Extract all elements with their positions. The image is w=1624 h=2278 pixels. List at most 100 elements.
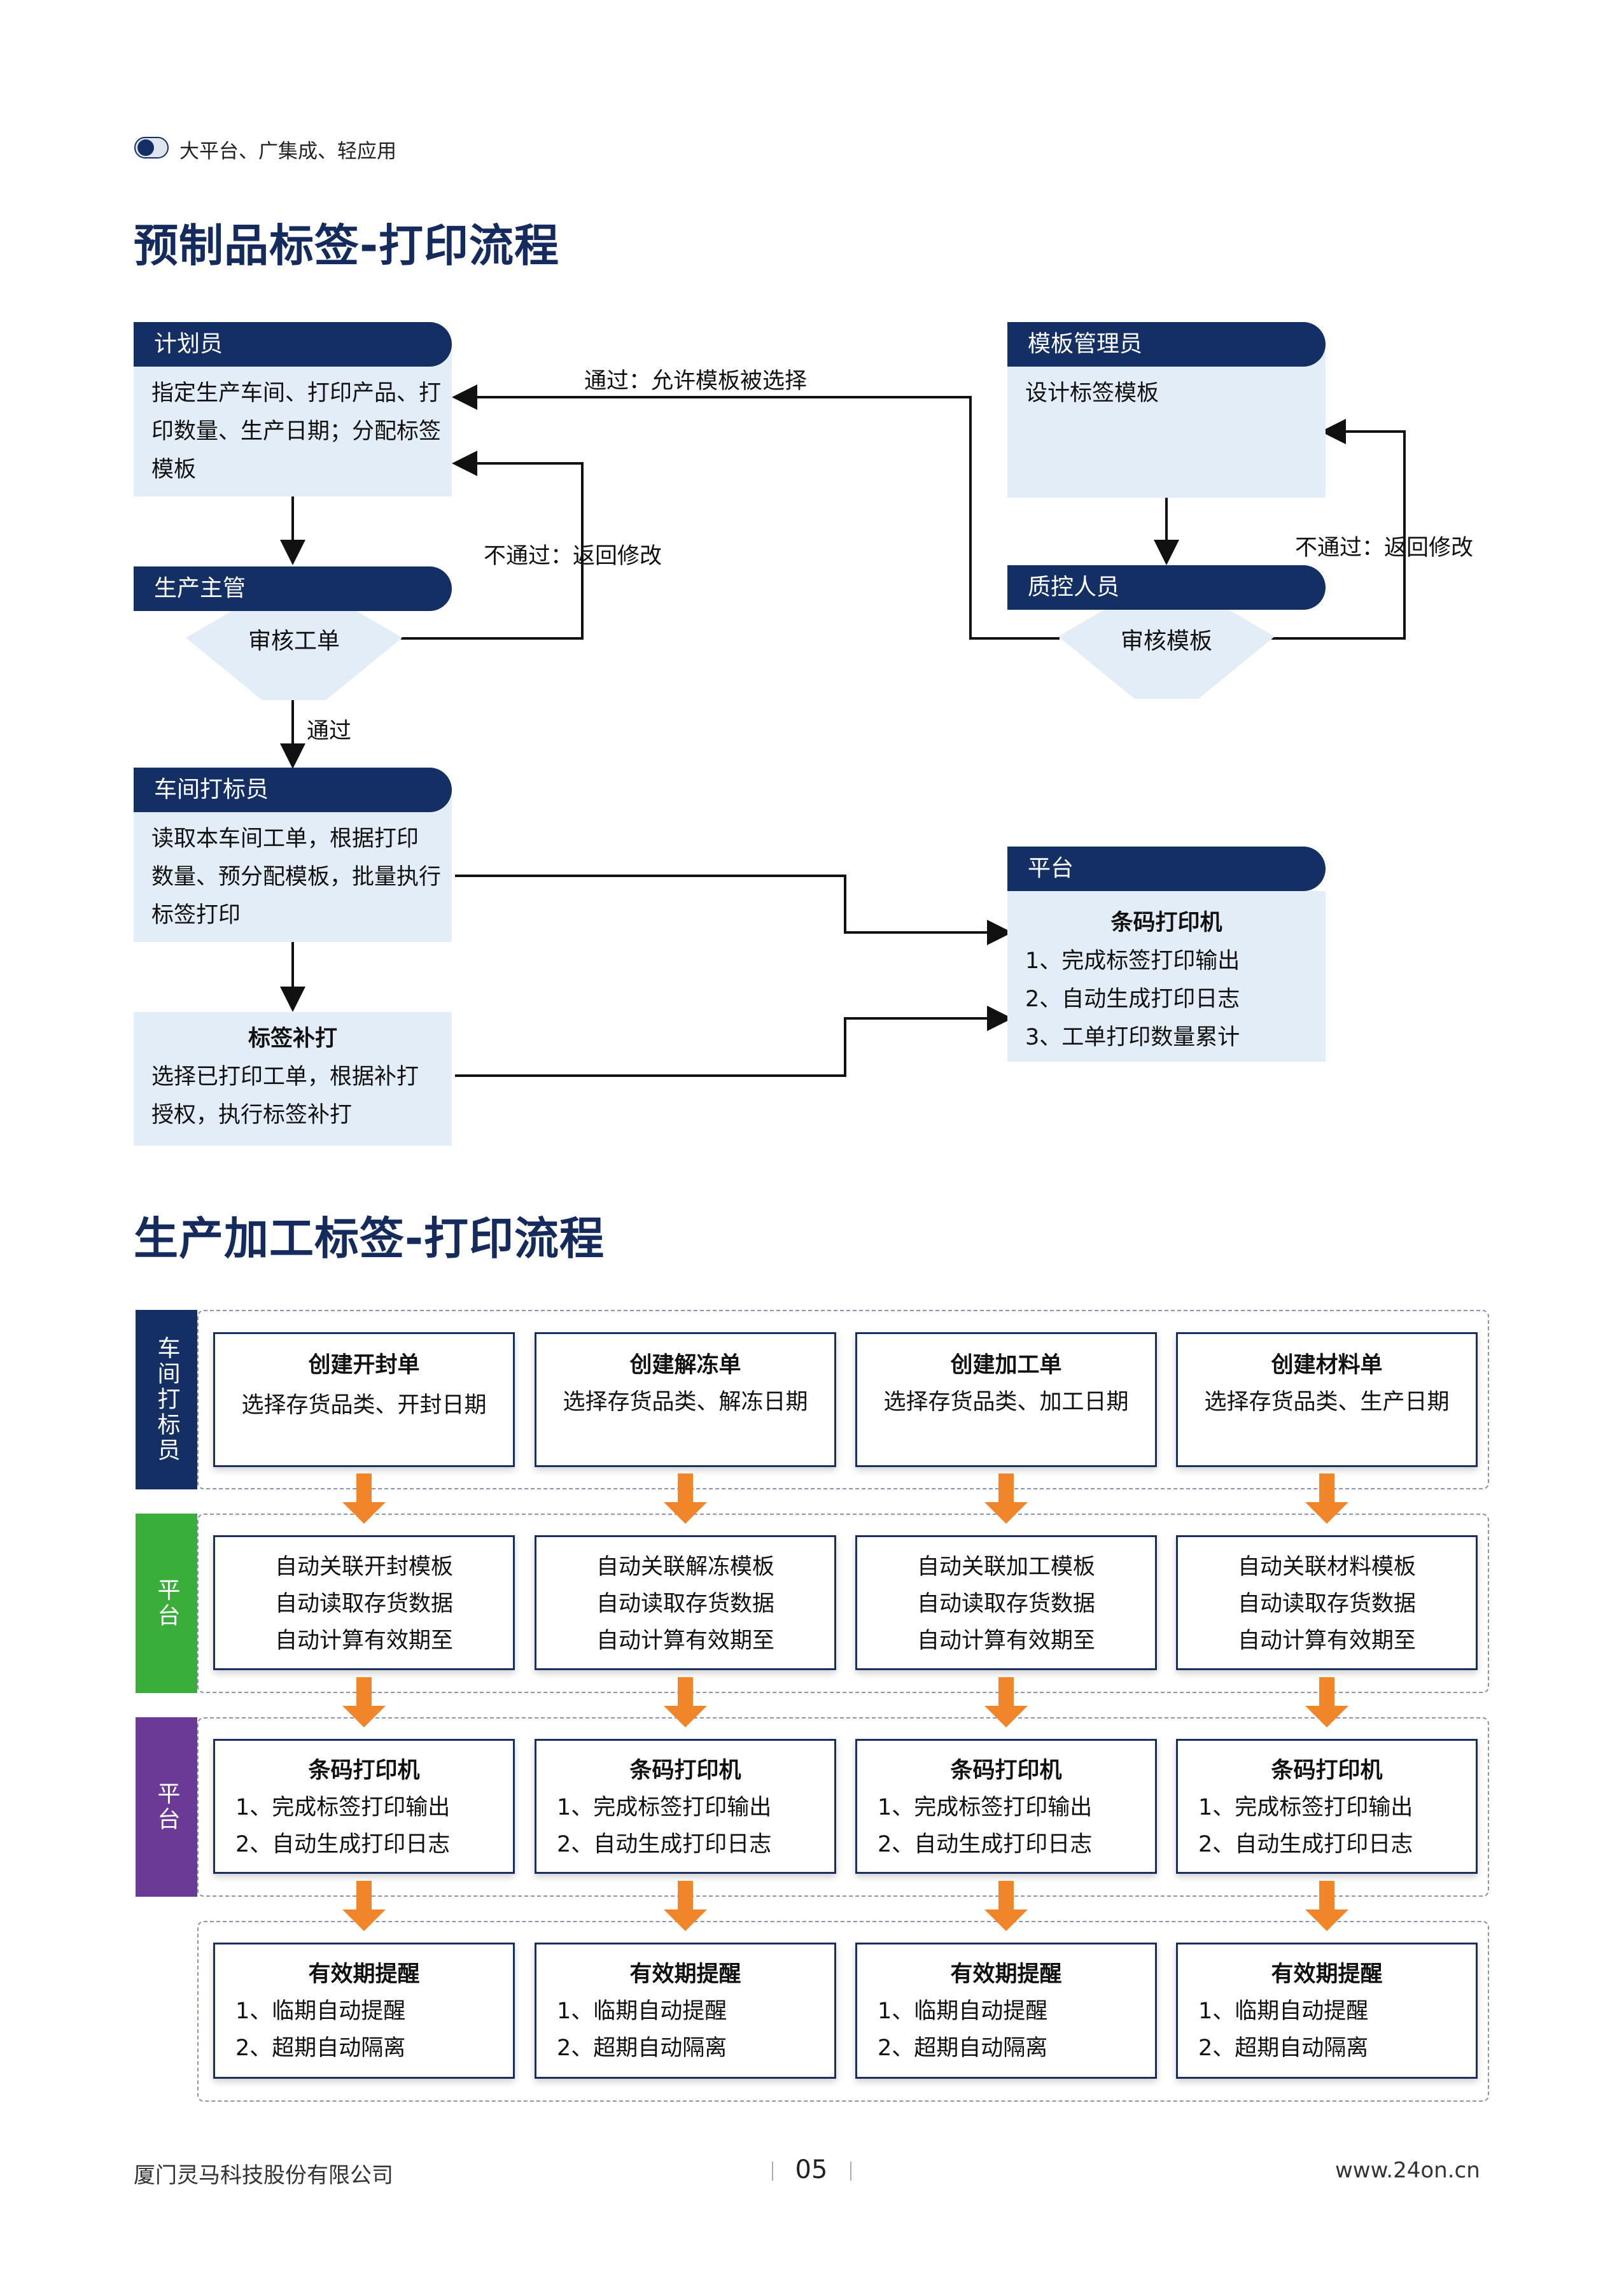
card-line: 1、临期自动提醒 <box>557 1999 727 2024</box>
card-title: 有效期提醒 <box>629 1962 741 1987</box>
card-line: 选择存货品类、生产日期 <box>1204 1389 1450 1415</box>
card-line: 自动关联加工模板 <box>916 1554 1095 1580</box>
card-line: 自动计算有效期至 <box>596 1628 774 1654</box>
reprint-line: 选择已打印工单，根据补打 <box>151 1064 419 1090</box>
card-line: 1、完成标签打印输出 <box>557 1795 772 1820</box>
orange-flow-arrows <box>342 1473 1348 1931</box>
fail-left-label: 不通过：返回修改 <box>484 544 662 569</box>
supervisor-diamond-label: 审核工单 <box>248 628 340 654</box>
down-arrow-icon <box>342 1473 386 1524</box>
workshop-line: 标签打印 <box>151 903 241 928</box>
workshop-body: 读取本车间工单，根据打印 数量、预分配模板，批量执行 标签打印 <box>134 789 452 942</box>
down-arrow-icon <box>664 1677 707 1727</box>
role-band-platform-purple: 平台 <box>136 1717 197 1897</box>
card-line: 自动读取存货数据 <box>1237 1591 1416 1617</box>
card-line: 自动关联材料模板 <box>1237 1554 1416 1580</box>
card-line: 1、完成标签打印输出 <box>878 1795 1093 1820</box>
template-mgr-body: 设计标签模板 <box>1007 344 1326 498</box>
down-arrow-icon <box>1305 1473 1348 1524</box>
card-expiry-2: 有效期提醒 1、临期自动提醒 2、超期自动隔离 <box>535 1943 836 2079</box>
card-line: 2、超期自动隔离 <box>878 2035 1048 2061</box>
card-create-material: 创建材料单 选择存货品类、生产日期 <box>1176 1332 1478 1467</box>
header-tagline: 大平台、广集成、轻应用 <box>179 140 396 163</box>
card-create-open: 创建开封单 选择存货品类、开封日期 <box>213 1332 515 1467</box>
card-line: 自动读取存货数据 <box>274 1591 453 1617</box>
planner-line: 指定生产车间、打印产品、打 <box>151 381 442 406</box>
platform-body: 条码打印机 1、完成标签打印输出 2、自动生成打印日志 3、工单打印数量累计 <box>1007 891 1326 1062</box>
platform-line: 1、完成标签打印输出 <box>1025 948 1240 974</box>
card-expiry-4: 有效期提醒 1、临期自动提醒 2、超期自动隔离 <box>1176 1943 1478 2079</box>
fail-right-label: 不通过：返回修改 <box>1295 535 1474 561</box>
card-title: 有效期提醒 <box>1271 1962 1383 1987</box>
card-title: 条码打印机 <box>1271 1758 1383 1783</box>
card-expiry-1: 有效期提醒 1、临期自动提醒 2、超期自动隔离 <box>213 1943 515 2079</box>
card-line: 2、自动生成打印日志 <box>1198 1832 1413 1857</box>
card-title: 条码打印机 <box>308 1758 420 1783</box>
reprint-body: 标签补打 选择已打印工单，根据补打 授权，执行标签补打 <box>134 1012 452 1146</box>
band-row2 <box>197 1514 1489 1693</box>
card-line: 1、临期自动提醒 <box>1198 1999 1369 2024</box>
reprint-line: 授权，执行标签补打 <box>151 1102 353 1128</box>
card-title: 有效期提醒 <box>950 1962 1062 1987</box>
card-line: 2、超期自动隔离 <box>557 2035 727 2061</box>
planner-header: 计划员 <box>134 322 452 367</box>
supervisor-header: 生产主管 <box>134 566 452 611</box>
section1-title: 预制品标签-打印流程 <box>134 220 560 272</box>
card-line: 自动关联开封模板 <box>274 1554 453 1580</box>
qc-diamond <box>1058 610 1275 699</box>
card-line: 1、临期自动提醒 <box>878 1999 1048 2024</box>
card-printer-4: 条码打印机 1、完成标签打印输出 2、自动生成打印日志 <box>1176 1739 1478 1874</box>
flow-connectors <box>280 384 1406 1077</box>
supervisor-diamond <box>186 611 402 700</box>
card-title: 条码打印机 <box>629 1758 741 1783</box>
platform-line: 2、自动生成打印日志 <box>1025 987 1240 1012</box>
card-line: 自动关联解冻模板 <box>596 1554 774 1580</box>
card-line: 自动读取存货数据 <box>916 1591 1095 1617</box>
card-line: 选择存货品类、解冻日期 <box>563 1389 808 1415</box>
card-create-process: 创建加工单 选择存货品类、加工日期 <box>855 1332 1157 1467</box>
card-auto-thaw: 自动关联解冻模板 自动读取存货数据 自动计算有效期至 <box>535 1535 836 1670</box>
reprint-title: 标签补打 <box>248 1026 337 1051</box>
platform-line: 3、工单打印数量累计 <box>1025 1025 1240 1050</box>
planner-line: 模板 <box>151 457 197 482</box>
footer-company: 厦门灵马科技股份有限公司 <box>134 2163 393 2188</box>
section2-title: 生产加工标签-打印流程 <box>134 1213 605 1265</box>
card-line: 2、自动生成打印日志 <box>557 1832 772 1857</box>
pass-allow-label: 通过：允许模板被选择 <box>584 369 808 394</box>
card-title: 创建材料单 <box>1271 1353 1383 1378</box>
card-create-thaw: 创建解冻单 选择存货品类、解冻日期 <box>535 1332 836 1467</box>
workshop-header: 车间打标员 <box>134 768 452 812</box>
toggle-icon <box>134 137 169 158</box>
card-auto-open: 自动关联开封模板 自动读取存货数据 自动计算有效期至 <box>213 1535 515 1670</box>
pass-label: 通过 <box>307 719 352 744</box>
card-line: 自动读取存货数据 <box>596 1591 774 1617</box>
card-expiry-3: 有效期提醒 1、临期自动提醒 2、超期自动隔离 <box>855 1943 1157 2079</box>
platform-title: 条码打印机 <box>1110 910 1222 936</box>
down-arrow-icon <box>342 1881 386 1931</box>
workshop-line: 读取本车间工单，根据打印 <box>151 826 419 852</box>
card-printer-1: 条码打印机 1、完成标签打印输出 2、自动生成打印日志 <box>213 1739 515 1874</box>
role-band-platform-green: 平台 <box>136 1514 197 1693</box>
down-arrow-icon <box>664 1881 707 1931</box>
qc-diamond-label: 审核模板 <box>1120 628 1212 654</box>
down-arrow-icon <box>984 1881 1028 1931</box>
card-auto-process: 自动关联加工模板 自动读取存货数据 自动计算有效期至 <box>855 1535 1157 1670</box>
card-line: 自动计算有效期至 <box>916 1628 1095 1654</box>
card-printer-2: 条码打印机 1、完成标签打印输出 2、自动生成打印日志 <box>535 1739 836 1874</box>
band-row3 <box>197 1717 1489 1897</box>
card-line: 1、完成标签打印输出 <box>1198 1795 1413 1820</box>
template-mgr-line: 设计标签模板 <box>1025 381 1159 406</box>
planner-line: 印数量、生产日期；分配标签 <box>151 419 442 444</box>
card-line: 2、超期自动隔离 <box>235 2035 406 2061</box>
card-printer-3: 条码打印机 1、完成标签打印输出 2、自动生成打印日志 <box>855 1739 1157 1874</box>
down-arrow-icon <box>342 1677 386 1727</box>
card-line: 1、临期自动提醒 <box>235 1999 406 2024</box>
card-title: 创建解冻单 <box>629 1353 741 1378</box>
card-line: 2、自动生成打印日志 <box>235 1832 451 1857</box>
card-line: 自动计算有效期至 <box>1237 1628 1416 1654</box>
card-line: 2、超期自动隔离 <box>1198 2035 1369 2061</box>
footer-divider-right <box>850 2162 851 2181</box>
role-band-workshop: 车间打标员 <box>136 1310 197 1489</box>
down-arrow-icon <box>664 1473 707 1524</box>
footer-url[interactable]: www.24on.cn <box>1335 2158 1480 2183</box>
